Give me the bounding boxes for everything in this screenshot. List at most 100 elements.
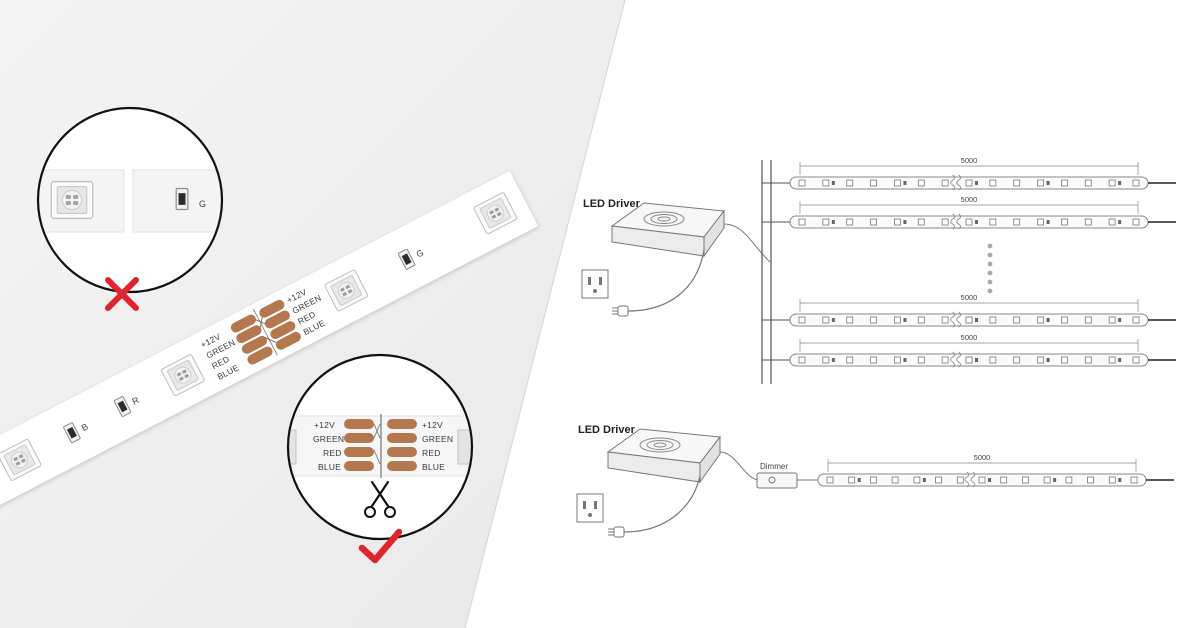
segment-length-label: 5000: [961, 156, 978, 165]
copper-pad: [344, 447, 374, 457]
resistor: [903, 358, 907, 362]
power-cable: [623, 475, 701, 533]
resistor: [975, 181, 978, 185]
led-chip: [894, 179, 901, 187]
led-strip-run: 5000: [762, 333, 1176, 368]
driver-label: LED Driver: [578, 424, 636, 436]
led-chip: [1013, 179, 1021, 187]
copper-pad: [387, 461, 417, 471]
led-driver-box: [606, 428, 721, 484]
led-chip: [826, 476, 834, 484]
led-chip: [917, 179, 925, 187]
resistor: [975, 358, 978, 362]
pad-label-green: GREEN: [422, 434, 453, 444]
led-chip: [1037, 218, 1044, 226]
led-chip: [891, 476, 899, 484]
led-chip: [1061, 356, 1068, 364]
copper-pad: [236, 325, 262, 344]
copper-pad: [247, 346, 273, 365]
power-cable: [627, 249, 705, 312]
scissors-icon: [364, 480, 396, 518]
break-mark: [950, 311, 956, 328]
led-chip: [1108, 316, 1116, 324]
led-strip-run: 5000: [762, 293, 1176, 328]
copper-pad: [230, 314, 256, 333]
output-cable: [723, 223, 771, 263]
led-chip: [822, 179, 830, 187]
resistor-g: [175, 187, 189, 211]
led-chip: [798, 179, 806, 187]
strip-run-ellipsis: [987, 243, 993, 294]
break-mark: [950, 174, 956, 191]
led-chip: [989, 356, 997, 364]
led-chip: [846, 179, 854, 187]
break-mark: [956, 351, 962, 368]
resistor: [1118, 478, 1122, 482]
led-chip: [917, 218, 925, 226]
segment-length-label: 5000: [961, 195, 978, 204]
power-plug-icon: [612, 305, 629, 317]
led-chip: [965, 218, 973, 226]
led-chip: [870, 356, 877, 364]
resistor: [1046, 181, 1050, 185]
led-chip: [965, 356, 973, 364]
break-mark: [956, 174, 962, 191]
led-chip: [1037, 356, 1044, 364]
led-chip: [913, 476, 921, 484]
led-chip: [1108, 356, 1116, 364]
power-outlet-icon: [576, 493, 604, 523]
led-chip: [956, 476, 964, 484]
pad-label-blue: BLUE: [318, 462, 341, 472]
led-chip: [870, 218, 877, 226]
resistor: [988, 478, 991, 482]
copper-pad: [264, 310, 290, 329]
cross-icon: [105, 277, 139, 311]
copper-pad: [344, 461, 374, 471]
dimmer-wiring: LED Driver D: [576, 424, 1174, 538]
cut-line: [253, 309, 278, 356]
led-chip: [1132, 356, 1140, 364]
channel-mark-b: B: [80, 421, 90, 433]
resistor: [975, 318, 978, 322]
strip-body: [0, 170, 539, 512]
copper-pad: [344, 419, 374, 429]
break-mark: [964, 471, 970, 488]
led-chip: [846, 356, 854, 364]
resistor: [1118, 318, 1122, 322]
segment-length-label: 5000: [961, 333, 978, 342]
led-chip: [798, 316, 806, 324]
led-chip: [1061, 218, 1068, 226]
resistor: [922, 478, 926, 482]
led-chip: [1084, 179, 1092, 187]
break-mark: [956, 213, 962, 230]
led-chip: [1000, 476, 1008, 484]
led-chip: [870, 179, 877, 187]
led-chip: [870, 476, 877, 484]
led-chip: [1108, 179, 1116, 187]
led-chip: [894, 316, 901, 324]
segment-length-label: 5000: [961, 293, 978, 302]
led-chip: [1130, 476, 1138, 484]
led-chip: [1065, 476, 1073, 484]
parallel-strip-runs: 5000 5000 5000 5000: [762, 156, 1176, 368]
resistor: [1118, 358, 1122, 362]
break-mark: [970, 471, 976, 488]
led-chip: [1108, 218, 1116, 226]
led-chip: [894, 218, 901, 226]
pad-label-red: RED: [323, 448, 342, 458]
led-chip: [822, 316, 830, 324]
led-chip: [846, 218, 854, 226]
led-chip: [1108, 476, 1116, 484]
led-chip: [989, 316, 997, 324]
pad-label-green: GREEN: [313, 434, 344, 444]
resistor: [975, 220, 978, 224]
copper-pad: [387, 419, 417, 429]
copper-pad: [387, 447, 417, 457]
dimmer-box: [756, 472, 798, 489]
led-chip: [989, 218, 997, 226]
led-chip: [941, 356, 949, 364]
wrong-cut-zoom: G: [36, 106, 224, 311]
resistor: [857, 478, 861, 482]
led-chip: [965, 316, 973, 324]
